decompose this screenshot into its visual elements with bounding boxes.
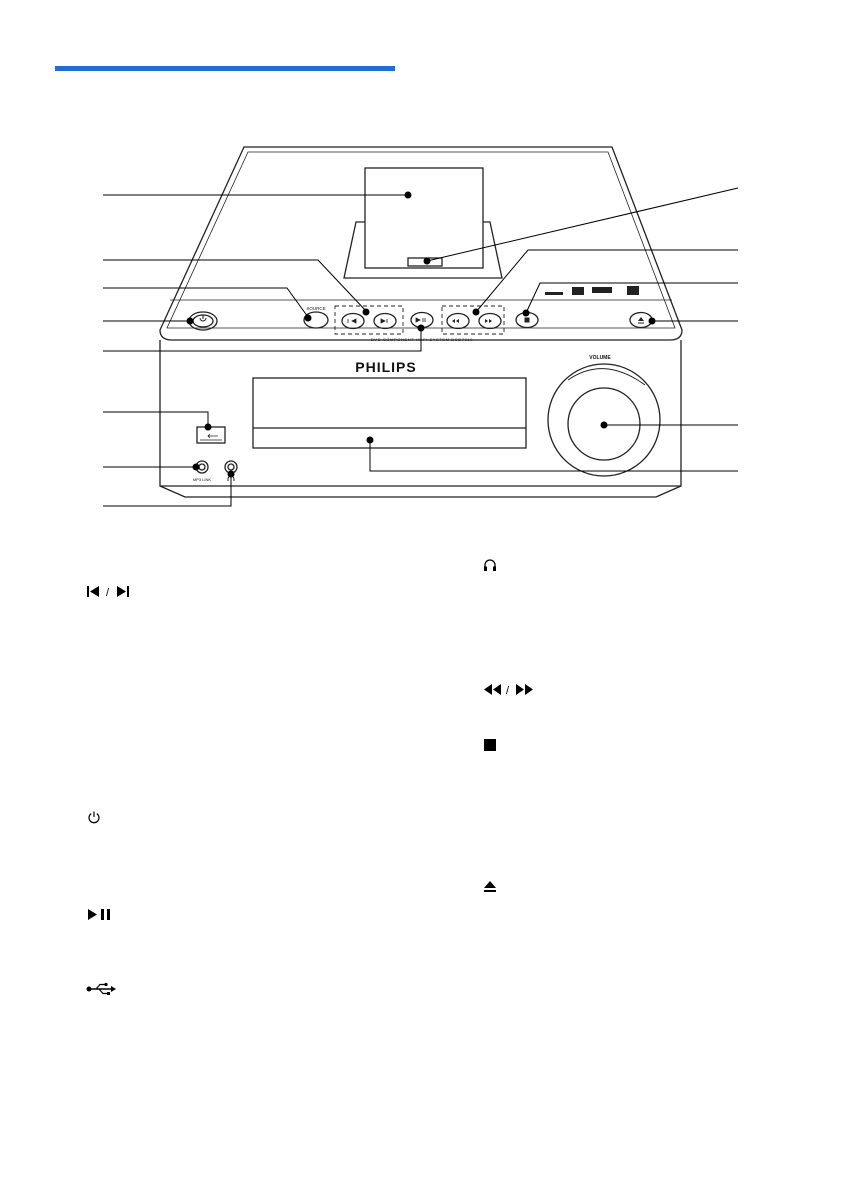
power-icon bbox=[88, 811, 100, 824]
mp3-link-label: MP3 LINK bbox=[193, 477, 212, 482]
device-body bbox=[159, 340, 682, 487]
format-logos bbox=[545, 286, 639, 295]
rewind-button bbox=[446, 312, 470, 330]
volume-knob bbox=[567, 387, 641, 461]
play-pause-icon bbox=[88, 909, 110, 920]
svg-text:/: / bbox=[506, 685, 510, 697]
volume-knob-outer bbox=[547, 363, 661, 477]
usb-port bbox=[196, 426, 226, 444]
source-label: SOURCE bbox=[306, 306, 325, 311]
device-top bbox=[159, 146, 683, 341]
usb-icon bbox=[86, 982, 116, 995]
ipod-dock-panel bbox=[364, 167, 484, 269]
volume-label: VOLUME bbox=[589, 355, 611, 361]
section-header-bar bbox=[55, 66, 395, 71]
next-button bbox=[373, 312, 397, 330]
device-base bbox=[159, 485, 682, 498]
disc-tray bbox=[252, 377, 527, 449]
callout-dots bbox=[186, 191, 656, 478]
prev-button bbox=[341, 312, 365, 330]
panel-caption: DVD COMPONENT HI-FI SYSTEM DCD7010 bbox=[371, 337, 473, 342]
eject-icon bbox=[484, 881, 496, 892]
headphones-icon bbox=[484, 559, 496, 571]
previous-next-icons: / bbox=[87, 586, 129, 599]
svg-text:/: / bbox=[106, 587, 110, 599]
callout-lines bbox=[103, 187, 739, 507]
rewind-fast-forward-icons: / bbox=[484, 684, 533, 697]
fast-forward-button bbox=[478, 312, 502, 330]
source-button bbox=[303, 311, 329, 329]
stop-icon bbox=[484, 739, 496, 751]
brand-logo: PHILIPS bbox=[355, 359, 416, 375]
